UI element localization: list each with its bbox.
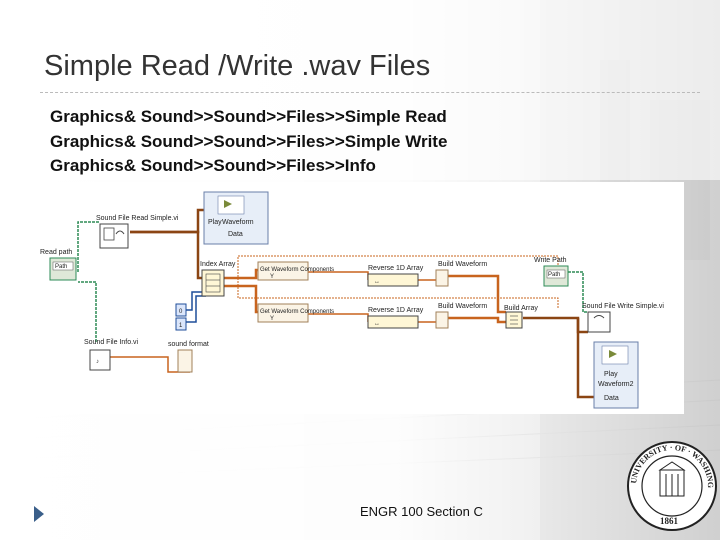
svg-text:Play: Play xyxy=(208,219,222,226)
play-waveform-node[interactable]: Play Waveform Data xyxy=(203,191,269,245)
speaker-icon xyxy=(224,200,232,208)
write-path-label: Write Path xyxy=(534,257,567,264)
index-constant-1[interactable]: 1 xyxy=(175,317,187,331)
sound-file-read-node[interactable] xyxy=(99,223,129,249)
palette-path-info: Graphics& Sound>>Sound>>Files>>Info xyxy=(50,156,376,175)
play-waveform2-node[interactable]: Play Waveform2 Data xyxy=(593,341,639,409)
sound-file-write-node[interactable] xyxy=(587,311,611,333)
svg-text:Get Waveform Components: Get Waveform Components xyxy=(260,267,334,273)
svg-text:Play: Play xyxy=(604,371,618,378)
build-waveform-label-2: Build Waveform xyxy=(438,303,487,310)
sound-file-info-node[interactable]: ♪ xyxy=(89,349,111,371)
index-array-label: Index Array xyxy=(200,261,236,268)
speaker-icon xyxy=(115,230,125,235)
svg-text:1: 1 xyxy=(179,323,183,329)
svg-text:Data: Data xyxy=(604,395,619,402)
svg-text:1861: 1861 xyxy=(660,516,679,526)
labview-block-diagram: Read path Path Sound File Read Simple.vi… xyxy=(38,182,684,414)
build-waveform-node-1[interactable] xyxy=(435,269,449,287)
university-seal-logo: UNIVERSITY · OF · WASHINGTON 1861 xyxy=(626,440,717,531)
slide-title: Simple Read /Write .wav Files xyxy=(44,50,431,82)
svg-text:0: 0 xyxy=(179,309,183,315)
sound-format-indicator[interactable] xyxy=(177,349,193,373)
svg-text:Y: Y xyxy=(270,316,274,322)
svg-text:↔: ↔ xyxy=(374,279,380,285)
reverse-array-label-1: Reverse 1D Array xyxy=(368,265,424,272)
palette-path-simple-read: Graphics& Sound>>Sound>>Files>>Simple Re… xyxy=(50,107,447,126)
get-waveform-components-node-1[interactable]: Get Waveform Components Y xyxy=(257,261,334,281)
title-divider xyxy=(40,92,700,93)
sound-format-label: sound format xyxy=(168,341,209,348)
svg-text:Get Waveform Components: Get Waveform Components xyxy=(260,309,334,315)
svg-text:Waveform: Waveform xyxy=(222,219,254,226)
build-array-node[interactable] xyxy=(505,311,523,329)
slide-bullet-icon xyxy=(34,506,44,522)
svg-text:↔: ↔ xyxy=(374,321,380,327)
svg-text:Y: Y xyxy=(270,274,274,280)
build-waveform-label-1: Build Waveform xyxy=(438,261,487,268)
reverse-array-node-1[interactable]: ↔ xyxy=(367,273,419,287)
speaker-icon xyxy=(609,350,617,358)
svg-text:Waveform2: Waveform2 xyxy=(598,381,634,388)
svg-text:♪: ♪ xyxy=(96,359,99,365)
sound-file-write-label: Sound File Write Simple.vi xyxy=(582,303,664,310)
speaker-icon xyxy=(593,315,605,319)
palette-path-simple-write: Graphics& Sound>>Sound>>Files>>Simple Wr… xyxy=(50,132,448,151)
sound-file-read-label: Sound File Read Simple.vi xyxy=(96,215,179,222)
build-waveform-node-2[interactable] xyxy=(435,311,449,329)
svg-text:Data: Data xyxy=(228,231,243,238)
get-waveform-components-node-2[interactable]: Get Waveform Components Y xyxy=(257,303,334,323)
read-path-control[interactable]: Path xyxy=(49,257,77,281)
svg-text:Path: Path xyxy=(548,272,560,278)
reverse-array-node-2[interactable]: ↔ xyxy=(367,315,419,329)
read-path-label: Read path xyxy=(40,249,72,256)
write-path-control[interactable]: Path xyxy=(543,265,569,287)
index-constant-0[interactable]: 0 xyxy=(175,303,187,317)
svg-text:Path: Path xyxy=(55,264,67,270)
reverse-array-label-2: Reverse 1D Array xyxy=(368,307,424,314)
build-array-label: Build Array xyxy=(504,305,538,312)
slide-footer: ENGR 100 Section C xyxy=(360,504,483,519)
sound-file-info-label: Sound File Info.vi xyxy=(84,339,139,346)
index-array-node[interactable] xyxy=(201,269,225,297)
